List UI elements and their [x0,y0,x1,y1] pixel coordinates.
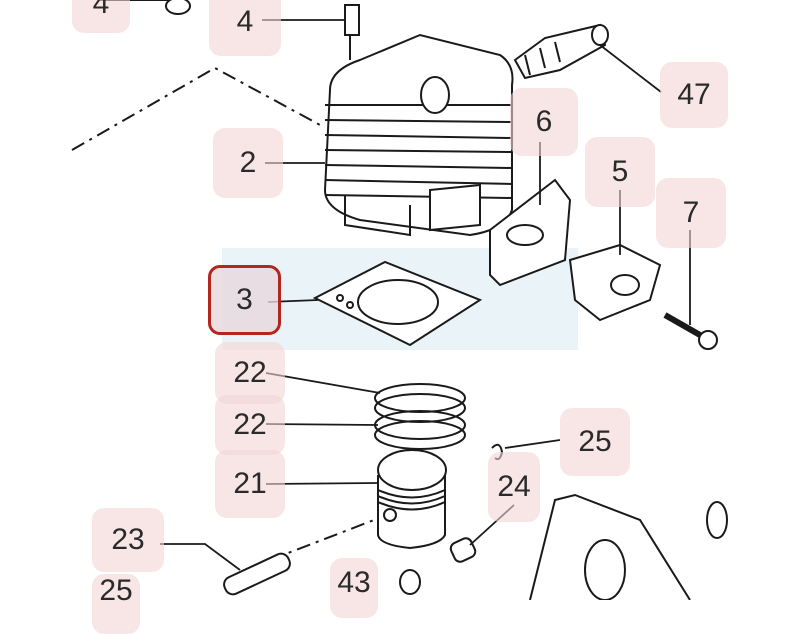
crankcase-part [529,493,691,600]
intake-gasket-part [489,178,572,287]
callout-21[interactable]: 21 [215,450,285,518]
needle-bearing-part [449,537,477,563]
washer-part [399,569,421,595]
callout-23[interactable]: 23 [92,508,164,572]
piston-part [377,449,447,550]
intake-manifold-part [568,243,662,322]
piston-pin-part [223,552,291,596]
callout-25-partial[interactable]: 25 [92,574,140,634]
callout-47[interactable]: 47 [660,62,728,128]
callout-4-partial[interactable]: 4 [72,0,130,33]
callout-22[interactable]: 22 [215,342,285,404]
piston-ring-part [374,383,466,450]
callout-3-selected[interactable]: 3 [208,265,281,335]
assembly-dash-line [71,66,321,151]
callout-6[interactable]: 6 [510,88,578,156]
callout-5[interactable]: 5 [585,137,655,207]
parts-diagram [71,0,728,600]
callout-43[interactable]: 43 [330,558,378,618]
callout-7[interactable]: 7 [656,178,726,248]
seal-part [706,501,728,539]
bolt-part [663,312,702,338]
cylinder-part [323,33,514,237]
callout-4[interactable]: 4 [209,0,281,56]
callout-22[interactable]: 22 [215,395,285,455]
cylinder-gasket-part [312,260,483,347]
spark-plug-part [513,23,609,80]
callout-24[interactable]: 24 [488,452,540,522]
bolt-part [344,4,360,60]
callout-25[interactable]: 25 [560,408,630,476]
callout-2[interactable]: 2 [213,128,283,198]
